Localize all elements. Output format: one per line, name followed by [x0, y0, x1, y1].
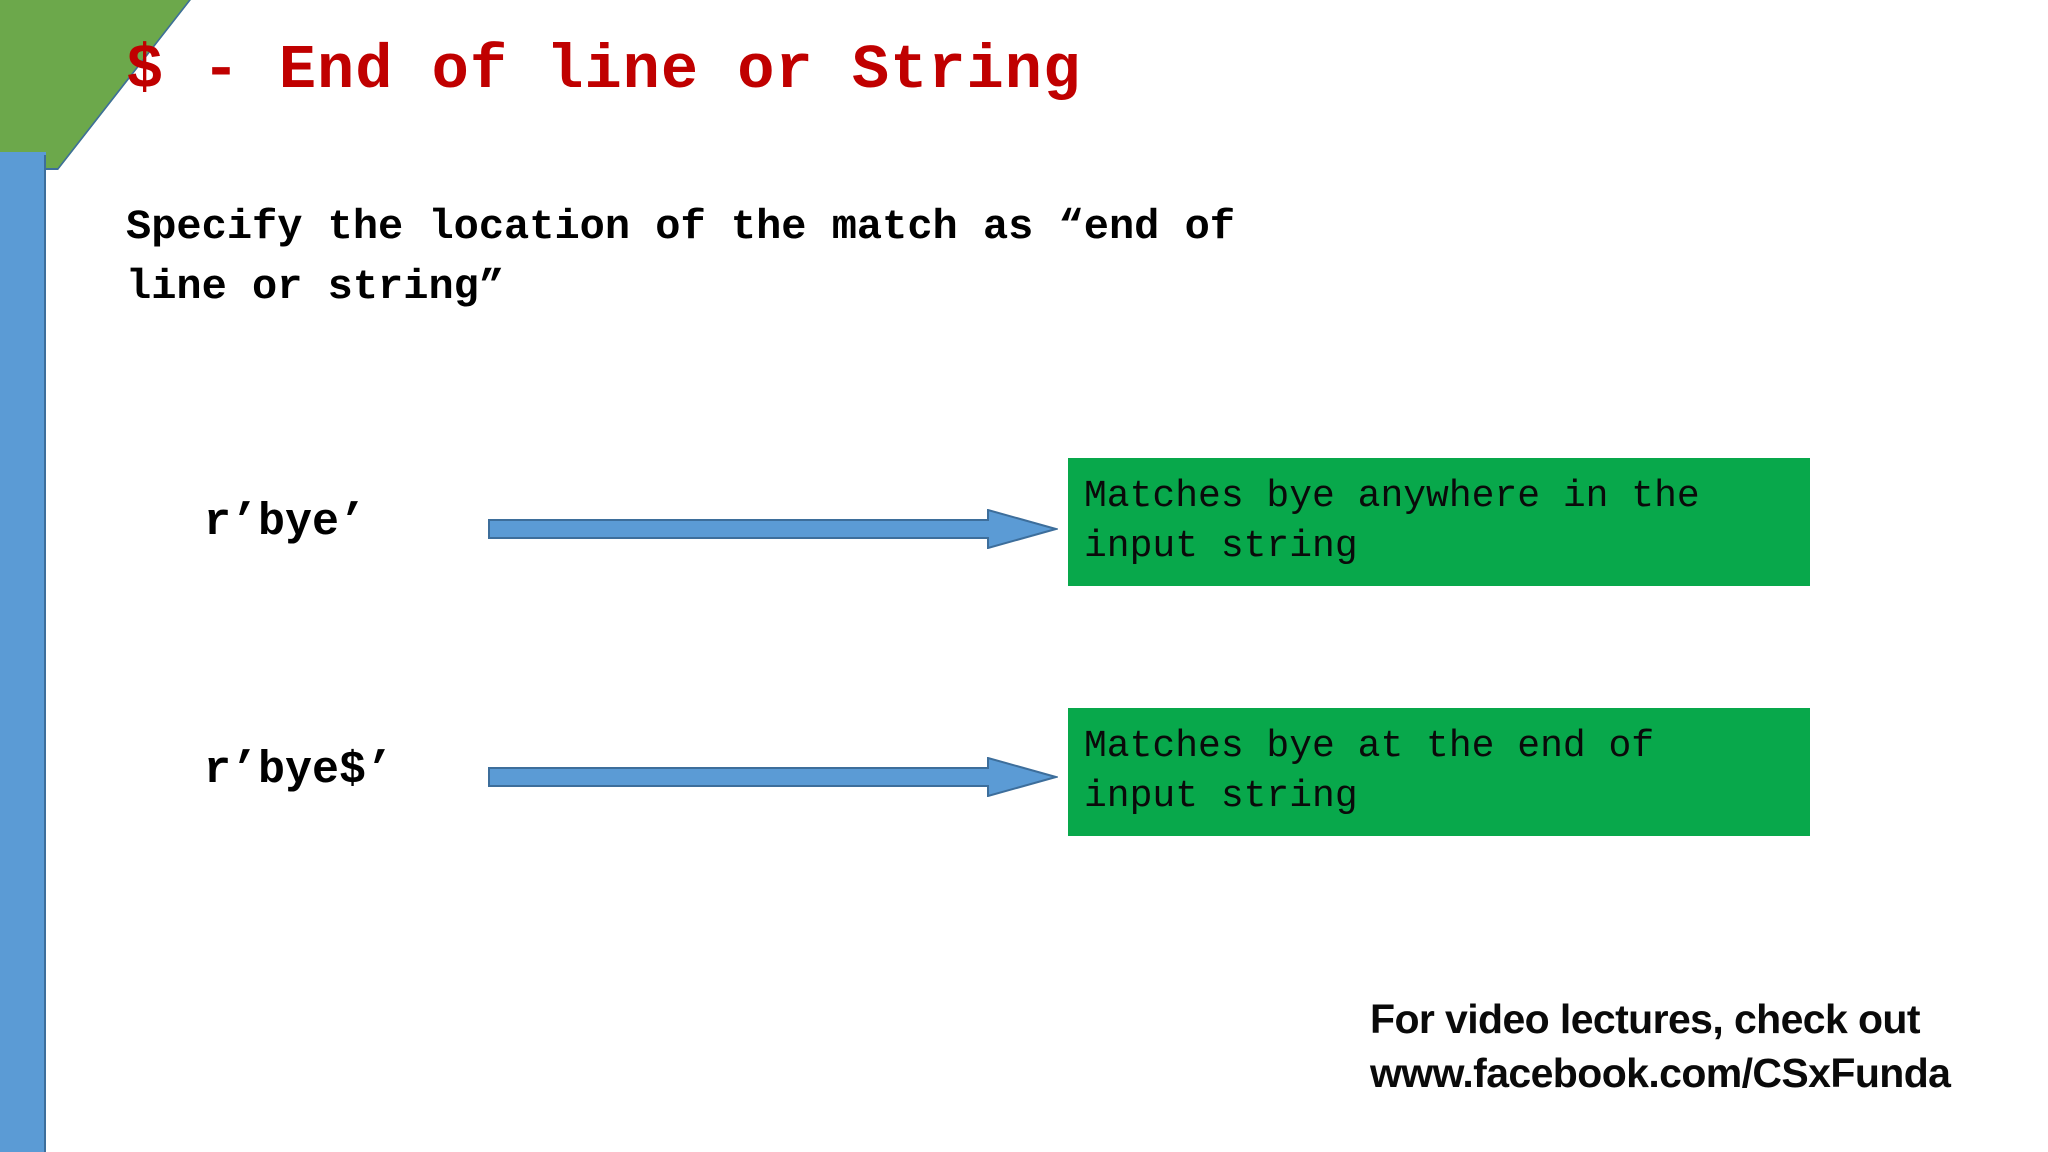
footer-line-1: For video lectures, check out — [1370, 996, 1921, 1042]
callout-box-0: Matches bye anywhere in the input string — [1068, 458, 1810, 586]
regex-pattern-label-1: r’bye$’ — [204, 745, 394, 796]
slide-body-text: Specify the location of the match as “en… — [126, 203, 1235, 311]
footer-line-2: www.facebook.com/CSxFunda — [1370, 1050, 1951, 1097]
callout-box-1: Matches bye at the end of input string — [1068, 708, 1810, 836]
slide-title: $ - End of line or String — [126, 35, 1082, 106]
footer-credit: For video lectures, check out www.facebo… — [1370, 992, 2030, 1100]
regex-pattern-label-0: r’bye’ — [204, 497, 367, 548]
right-arrow-icon-1 — [488, 757, 1058, 797]
right-arrow-icon-0 — [488, 509, 1058, 549]
decorative-blue-sidebar — [0, 155, 46, 1152]
